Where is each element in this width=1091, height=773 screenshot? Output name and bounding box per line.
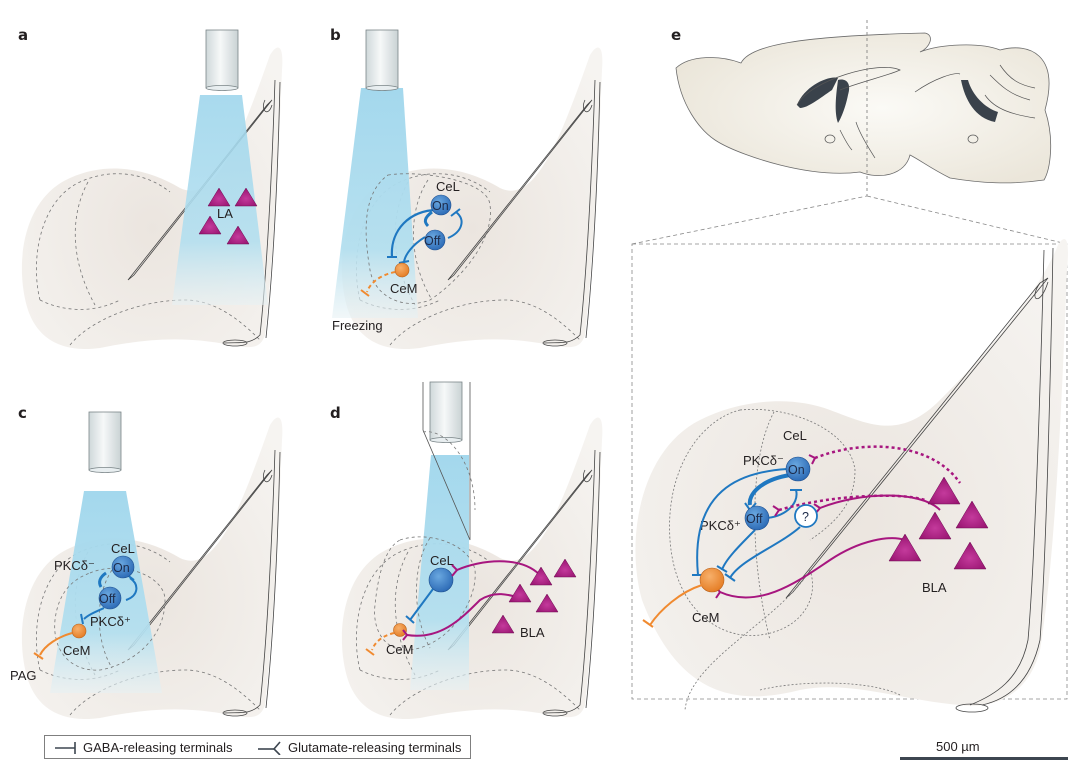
cel-label: CeL — [430, 553, 454, 568]
on-neuron — [111, 555, 135, 579]
panel-a: a LA — [18, 26, 283, 350]
legend: GABA-releasing terminals Glutamate-relea… — [44, 735, 471, 759]
cem-neuron — [394, 262, 410, 278]
pkc-minus-label: PKCδ⁻ — [743, 453, 784, 468]
off-neuron — [98, 586, 122, 610]
panel-d: d CeL CeM BLA — [330, 381, 603, 720]
sagittal-brain — [675, 32, 1052, 184]
legend-item-gaba: GABA-releasing terminals — [55, 740, 233, 755]
cel-label: CeL — [111, 541, 135, 556]
scale-bar-label: 500 µm — [936, 739, 980, 754]
glutamate-terminal-icon — [258, 740, 281, 755]
off-label: Off — [99, 592, 116, 606]
on-neuron — [785, 456, 811, 482]
pkc-minus-label: PKCδ⁻ — [54, 558, 95, 573]
optic-fiber-icon — [205, 29, 239, 91]
pkc-plus-label: PKCδ⁺ — [700, 518, 741, 533]
cem-neuron — [699, 567, 725, 593]
cem-label: CeM — [386, 642, 413, 657]
cem-label: CeM — [63, 643, 90, 658]
cel-label: CeL — [783, 428, 807, 443]
panel-label-c: c — [18, 404, 27, 422]
cel-label: CeL — [436, 179, 460, 194]
legend-glutamate-label: Glutamate-releasing terminals — [288, 740, 462, 755]
scale-bar — [900, 757, 1068, 760]
panel-label-a: a — [18, 26, 28, 44]
legend-gaba-label: GABA-releasing terminals — [83, 740, 233, 755]
panel-label-d: d — [330, 404, 341, 422]
panel-e: e CeL PKCδ⁻ PKCδ⁺ — [631, 20, 1068, 713]
light-beam — [332, 88, 418, 318]
off-label: Off — [424, 234, 441, 248]
cem-neuron — [393, 623, 407, 637]
optic-fiber-icon — [88, 411, 122, 473]
cem-label: CeM — [692, 610, 719, 625]
legend-item-glutamate: Glutamate-releasing terminals — [258, 740, 461, 755]
off-label: Off — [746, 512, 763, 526]
unknown-neuron — [794, 504, 818, 528]
gaba-terminal-icon — [55, 741, 76, 754]
on-label: On — [432, 199, 449, 213]
on-label: On — [113, 561, 130, 575]
la-label: LA — [217, 206, 233, 221]
off-neuron — [424, 229, 446, 251]
on-label: On — [788, 463, 805, 477]
panel-label-b: b — [330, 26, 341, 44]
zoom-frame — [631, 243, 1068, 700]
pkc-plus-label: PKCδ⁺ — [90, 614, 131, 629]
optic-fiber-icon — [365, 29, 399, 91]
unknown-label: ? — [802, 510, 809, 524]
cel-neuron — [428, 567, 454, 593]
bla-label: BLA — [922, 580, 947, 595]
panel-c: c CeL PKCδ⁻ On Off PKCδ⁺ CeM PAG — [10, 404, 283, 720]
amygdala-slice — [635, 238, 1068, 706]
off-neuron — [744, 505, 770, 531]
on-neuron — [430, 194, 452, 216]
bla-label: BLA — [520, 625, 545, 640]
freezing-label: Freezing — [332, 318, 383, 333]
cem-label: CeM — [390, 281, 417, 296]
panel-b: b CeL On Off CeM Freezing — [330, 26, 603, 350]
cem-neuron — [71, 623, 87, 639]
panel-label-e: e — [671, 26, 681, 44]
pag-label: PAG — [10, 668, 37, 683]
